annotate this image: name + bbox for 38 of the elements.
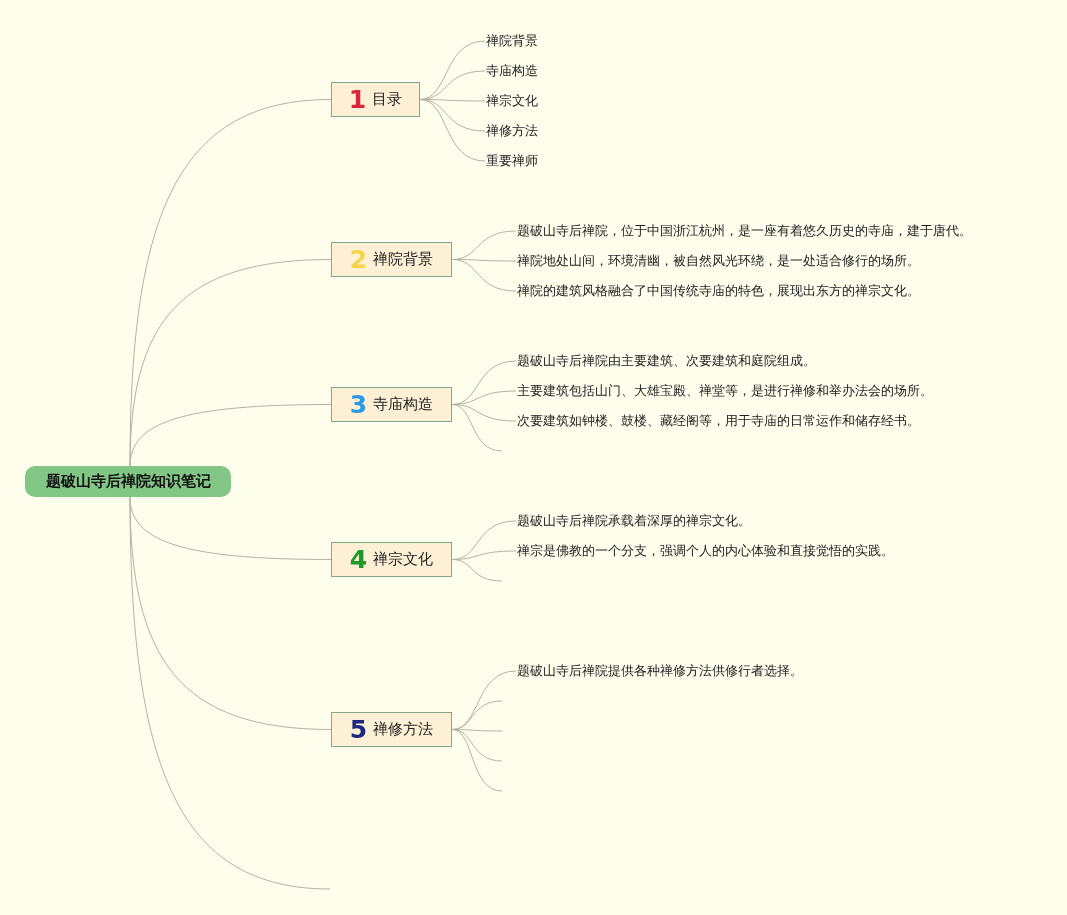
branch-text: 禅修方法: [486, 121, 538, 141]
branch-text: 次要建筑如钟楼、鼓楼、藏经阁等，用于寺庙的日常运作和储存经书。: [517, 411, 920, 431]
branch-line: [129, 496, 331, 890]
topic-title: 寺庙构造: [373, 395, 434, 414]
branch-text: 禅宗是佛教的一个分支，强调个人的内心体验和直接觉悟的实践。: [517, 541, 894, 561]
number-label: 1: [348, 84, 367, 115]
topic-box: [331, 712, 452, 747]
branch-text: 重要禅师: [486, 151, 538, 171]
branch-text: 题破山寺后禅院提供各种禅修方法供修行者选择。: [517, 661, 803, 681]
topic-title: 禅院背景: [373, 250, 434, 269]
central-topic-box: 题破山寺后禅院知识笔记: [25, 466, 231, 497]
branch-text: 禅院背景: [486, 31, 538, 51]
topic-box: [331, 82, 420, 117]
branch-text: 题破山寺后禅院承载着深厚的禅宗文化。: [517, 511, 751, 531]
branch-line: [451, 404, 503, 452]
branch-text: 禅院地处山间，环境清幽，被自然风光环绕，是一处适合修行的场所。: [517, 251, 920, 271]
number-label: 4: [349, 544, 368, 575]
topic-box: [331, 542, 452, 577]
topic-title: 禅修方法: [373, 720, 434, 739]
branch-line: [129, 404, 332, 467]
number-label: 3: [349, 389, 368, 420]
topic-box: [331, 242, 452, 277]
branch-line: [129, 259, 332, 467]
number-label: 2: [349, 244, 368, 275]
branch-text: 寺庙构造: [486, 61, 538, 81]
number-label: 5: [349, 714, 368, 745]
topic-box: [331, 387, 452, 422]
branch-line: [419, 99, 486, 162]
branch-text: 主要建筑包括山门、大雄宝殿、禅堂等，是进行禅修和举办法会的场所。: [517, 381, 933, 401]
branch-text: 题破山寺后禅院由主要建筑、次要建筑和庭院组成。: [517, 351, 816, 371]
branch-line: [451, 259, 517, 292]
branch-line: [451, 729, 503, 792]
topic-title: 目录: [372, 90, 403, 109]
branch-text: 禅院的建筑风格融合了中国传统寺庙的特色，展现出东方的禅宗文化。: [517, 281, 920, 301]
branch-text: 禅宗文化: [486, 91, 538, 111]
topic-title: 禅宗文化: [373, 550, 434, 569]
branch-text: 题破山寺后禅院，位于中国浙江杭州，是一座有着悠久历史的寺庙，建于唐代。: [517, 221, 972, 241]
branch-line: [451, 559, 503, 582]
